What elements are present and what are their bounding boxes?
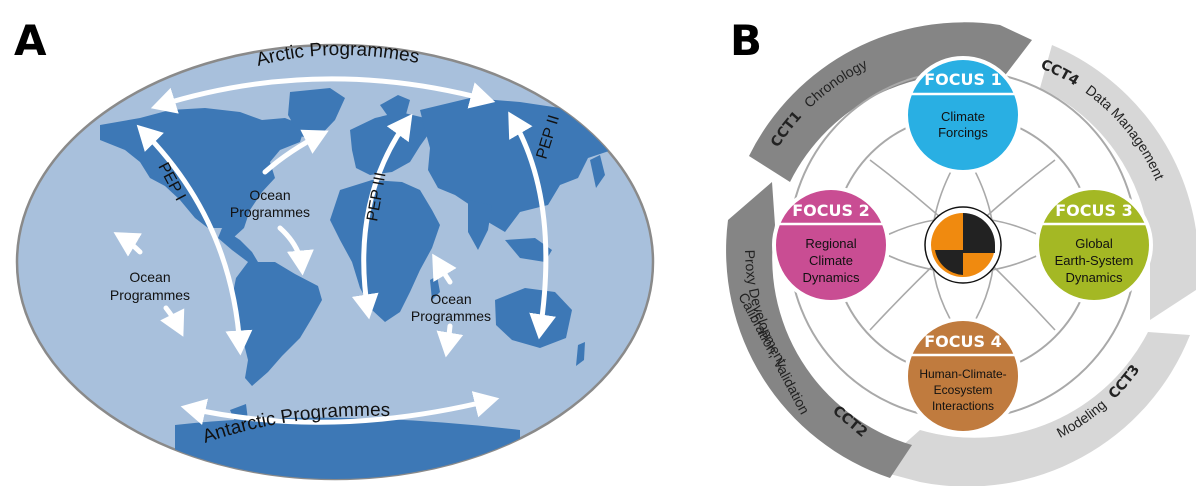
focus-4-line3: Interactions (932, 399, 994, 413)
focus-4: FOCUS 4 Human-Climate- Ecosystem Interac… (904, 317, 1022, 435)
antarctic-arrow (180, 391, 500, 426)
focus-1: FOCUS 1 Climate Forcings (904, 56, 1022, 174)
panel-a-map: A (14, 16, 655, 481)
pep2-arrow (508, 111, 556, 340)
svg-text:Programmes: Programmes (110, 287, 190, 303)
panel-a-label: A (14, 16, 47, 65)
india (468, 200, 492, 250)
focus-3-line2: Earth-System (1055, 253, 1134, 268)
pep3-arrow (351, 113, 413, 320)
ocean-arrow-pacific-down (160, 305, 185, 337)
focus-2-title: FOCUS 2 (792, 201, 870, 220)
focus-1-title: FOCUS 1 (924, 70, 1002, 89)
focus-2: FOCUS 2 Regional Climate Dynamics (772, 186, 890, 304)
ocean-arrow-indian-down (436, 323, 464, 358)
focus-1-line1: Climate (941, 109, 985, 124)
focus-3-line1: Global (1075, 236, 1113, 251)
focus-2-line2: Climate (809, 253, 853, 268)
svg-text:Programmes: Programmes (230, 204, 310, 220)
focus-2-line1: Regional (805, 236, 856, 251)
ocean-arrow-south-atlantic (277, 225, 314, 276)
japan (590, 155, 605, 188)
svg-text:Ocean: Ocean (430, 291, 471, 307)
svg-text:Programmes: Programmes (411, 308, 491, 324)
svg-text:Ocean: Ocean (129, 269, 170, 285)
ocean-label-pacific: Ocean Programmes (110, 269, 190, 303)
focus-1-line2: Forcings (938, 125, 988, 140)
panel-b-framework: B FOCUS 1 Climate Forcings (726, 16, 1196, 486)
focus-4-title: FOCUS 4 (924, 332, 1002, 351)
focus-3: FOCUS 3 Global Earth-System Dynamics (1035, 186, 1153, 304)
programme-arrows (113, 76, 556, 426)
cct4-arrow-band (1040, 45, 1196, 320)
focus-4-line1: Human-Climate- (919, 367, 1006, 381)
pages-logo-icon (924, 206, 1002, 284)
ocean-label-atlantic: Ocean Programmes (230, 187, 310, 220)
panel-b-label: B (730, 16, 762, 65)
ocean-arrow-north-atlantic (262, 129, 329, 175)
arctic-arrow (150, 76, 496, 114)
ocean-arrow-indian-up (432, 253, 457, 285)
ocean-label-indian: Ocean Programmes (411, 291, 491, 324)
focus-2-line3: Dynamics (802, 270, 860, 285)
cct3-arrow-band (875, 332, 1190, 486)
focus-4-line2: Ecosystem (934, 383, 993, 397)
pep1-arrow (136, 124, 253, 356)
ocean-arrow-pacific-up (113, 232, 143, 257)
new-zealand (576, 342, 585, 366)
focus-3-line3: Dynamics (1065, 270, 1123, 285)
svg-text:Ocean: Ocean (249, 187, 290, 203)
south-america (232, 262, 322, 386)
madagascar (430, 276, 440, 300)
focus-3-title: FOCUS 3 (1055, 201, 1133, 220)
cct2-arrow-band (726, 182, 912, 478)
